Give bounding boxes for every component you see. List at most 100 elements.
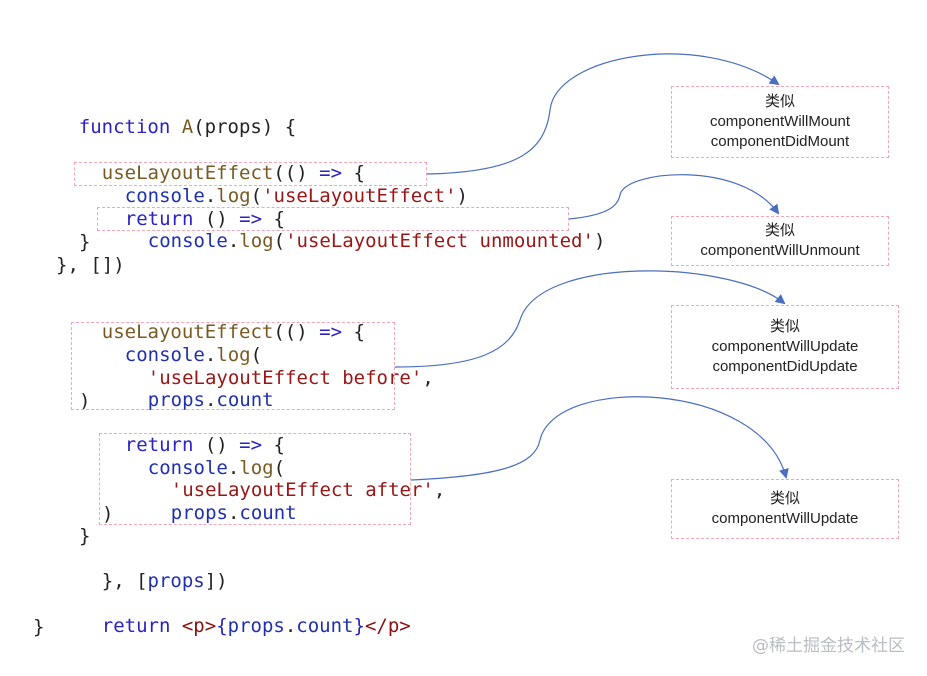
punct: .: [204, 344, 217, 366]
punct: {: [262, 434, 285, 456]
string-literal: 'useLayoutEffect before': [147, 367, 423, 389]
props-obj: props: [147, 389, 205, 411]
punct: (: [250, 344, 263, 366]
watermark: @稀土掘金技术社区: [752, 636, 905, 656]
highlight-after-log: [99, 433, 411, 525]
jsx-brace: }: [353, 615, 365, 637]
arrow-to-mount-note: [426, 53, 780, 175]
string-literal: 'useLayoutEffect after': [170, 479, 434, 501]
props-obj: props: [147, 570, 205, 592]
punct: .: [284, 615, 297, 637]
note-unmount: 类似 componentWillUnmount: [671, 216, 889, 266]
punct: (): [193, 434, 240, 456]
hook-name: useLayoutEffect: [101, 162, 274, 184]
function-name: A: [181, 116, 194, 138]
note-line: componentWillUpdate: [711, 510, 859, 527]
punct: {: [342, 321, 365, 343]
log-fn: log: [216, 185, 251, 207]
punct: ]): [204, 570, 228, 592]
punct: .: [227, 457, 240, 479]
code-line-string-after: 'useLayoutEffect after',: [125, 457, 446, 523]
code-line-props-count-1: props.count: [102, 367, 274, 433]
code-line-log-before: console.log(: [79, 322, 262, 388]
code-line-hook-2: useLayoutEffect(() => {: [56, 299, 365, 365]
props-obj: props: [227, 615, 285, 637]
arrow-op: =>: [239, 208, 263, 230]
count-prop: count: [296, 615, 354, 637]
note-title: 类似: [769, 490, 800, 507]
arrow-to-update-note: [394, 270, 786, 368]
note-title: 类似: [764, 222, 795, 239]
punct: (: [273, 230, 286, 252]
arrow-to-update-after-note: [410, 396, 789, 481]
punct: .: [204, 185, 217, 207]
note-line: componentWillUnmount: [700, 242, 860, 259]
count-prop: count: [216, 389, 274, 411]
code-line-function-decl: function A(props) {: [33, 94, 296, 160]
log-fn: log: [216, 344, 251, 366]
console-obj: console: [147, 230, 228, 252]
punct: ): [456, 185, 468, 207]
console-obj: console: [124, 185, 205, 207]
keyword-return: return: [124, 434, 194, 456]
note-mount: 类似 componentWillMount componentDidMount: [671, 86, 889, 158]
code-line-props-count-2: props.count: [125, 480, 297, 546]
note-update-after: 类似 componentWillUpdate: [671, 479, 899, 539]
function-args: (props) {: [193, 116, 297, 138]
punct: ((): [273, 321, 320, 343]
arrow-op: =>: [319, 162, 343, 184]
note-line: componentDidMount: [710, 133, 850, 150]
punct: .: [227, 230, 240, 252]
hook-name: useLayoutEffect: [101, 321, 274, 343]
punct: ,: [433, 479, 446, 501]
string-literal: 'useLayoutEffect': [262, 185, 457, 207]
code-line-deps-props: }, [props]): [56, 548, 228, 614]
keyword-return: return: [101, 615, 171, 637]
punct: (: [273, 457, 286, 479]
note-line: componentWillUpdate: [711, 338, 859, 355]
punct: {: [342, 162, 365, 184]
code-line-hook-1: useLayoutEffect(() => {: [56, 140, 365, 206]
code-line-return-2: return () => {: [79, 412, 285, 478]
note-line: componentWillMount: [709, 113, 851, 130]
highlight-mount-log: [74, 162, 427, 186]
punct: (): [193, 208, 240, 230]
code-line-string-before: 'useLayoutEffect before',: [102, 345, 434, 411]
code-line-return-jsx: return <p>{props.count}</p>: [56, 593, 411, 659]
props-obj: props: [170, 502, 228, 524]
note-title: 类似: [764, 93, 795, 110]
keyword-function: function: [78, 116, 171, 138]
jsx-tag-close: </p>: [364, 615, 411, 637]
code-line-deps-empty: }, []): [56, 254, 125, 276]
punct: ,: [422, 367, 434, 389]
code-line-close-brace-2: }: [79, 525, 91, 547]
console-obj: console: [147, 457, 228, 479]
punct: ((): [273, 162, 320, 184]
code-line-end-brace: }: [33, 616, 45, 638]
punct: .: [204, 389, 217, 411]
keyword-return: return: [124, 208, 194, 230]
code-line-close-paren-2: ): [102, 503, 114, 525]
log-fn: log: [239, 457, 274, 479]
code-line-return-1: return () => {: [79, 186, 285, 252]
jsx-tag-open: <p>: [181, 615, 217, 637]
log-fn: log: [239, 230, 274, 252]
console-obj: console: [124, 344, 205, 366]
punct: ): [593, 230, 606, 252]
highlight-unmount-log: [97, 207, 569, 231]
note-title: 类似: [769, 318, 800, 335]
code-line-log-unmount: console.log('useLayoutEffect unmounted'): [102, 208, 606, 274]
arrow-op: =>: [239, 434, 263, 456]
code-line-log-after: console.log(: [102, 435, 285, 501]
highlight-before-log: [71, 322, 395, 410]
note-update: 类似 componentWillUpdate componentDidUpdat…: [671, 305, 899, 389]
punct: {: [262, 208, 285, 230]
code-line-close-brace: }: [79, 231, 91, 253]
code-line-close-paren-1: ): [79, 390, 91, 412]
punct: .: [227, 502, 240, 524]
code-line-log-mount: console.log('useLayoutEffect'): [79, 163, 468, 229]
jsx-brace: {: [216, 615, 228, 637]
punct: (: [250, 185, 263, 207]
